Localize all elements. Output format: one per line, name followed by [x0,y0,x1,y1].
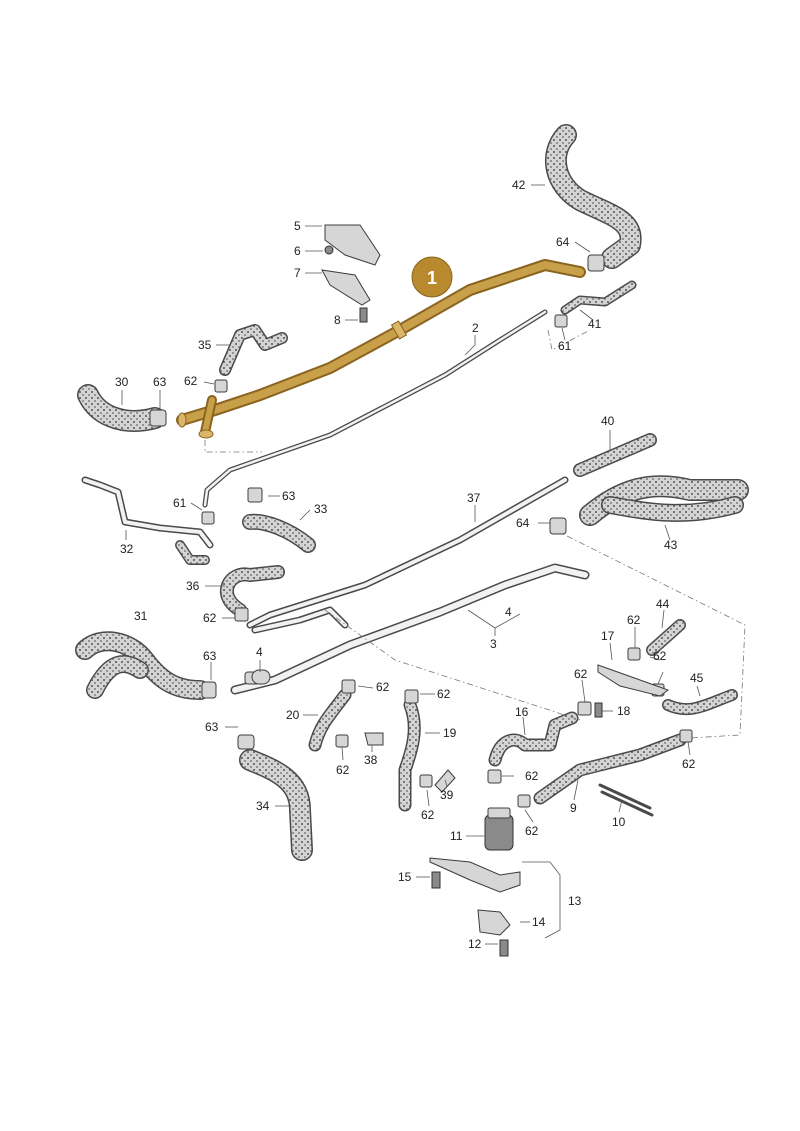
callout-42: 42 [512,178,526,192]
hose-30 [77,384,166,432]
hose-42 [544,124,642,269]
pipe-10 [598,783,654,817]
callout-62g: 62 [574,667,588,681]
hose-9 [533,733,687,805]
hose-41 [560,280,637,315]
callout-18: 18 [617,704,631,718]
callout-12: 12 [468,937,482,951]
callout-14: 14 [532,915,546,929]
leader-lines [121,184,701,945]
callout-7: 7 [294,266,301,280]
callout-32: 32 [120,542,134,556]
callout-4: 4 [505,605,512,619]
hose-16 [488,711,579,767]
callout-62: 62 [184,374,198,388]
callout-64b: 64 [516,516,530,530]
badge-1: 1 [411,256,453,298]
callout-62e: 62 [627,613,641,627]
callout-61b: 61 [173,496,187,510]
reference-lines [204,329,746,739]
callout-6: 6 [294,244,301,258]
callout-36: 36 [186,579,200,593]
callout-43: 43 [664,538,678,552]
callout-38: 38 [364,753,378,767]
callout-8: 8 [334,313,341,327]
callout-41: 41 [588,317,602,331]
hose-45 [662,689,738,716]
callout-4b: 4 [256,645,263,659]
callout-62l: 62 [682,757,696,771]
callout-16: 16 [515,705,529,719]
callout-62k: 62 [525,824,539,838]
callout-62j: 62 [421,808,435,822]
hose-35 [219,324,288,376]
callout-40: 40 [601,414,615,428]
callout-62f: 62 [653,649,667,663]
pipe-2 [202,309,548,508]
callout-19: 19 [443,726,457,740]
callout-9: 9 [570,801,577,815]
callout-64: 64 [556,235,570,249]
brackets-and-bolts [251,224,670,957]
callout-31: 31 [134,609,148,623]
callout-11: 11 [450,829,463,843]
hose-34 [239,749,313,861]
callout-45: 45 [690,671,704,685]
callouts: 42 64 5 6 7 8 2 41 61 35 30 63 62 40 61 … [115,178,704,951]
hose-40 [573,433,657,477]
callout-63b: 63 [282,489,296,503]
callout-62h: 62 [525,769,539,783]
callout-62i: 62 [336,763,350,777]
callout-5: 5 [294,219,301,233]
callout-37: 37 [467,491,481,505]
clamps [149,254,693,808]
hose-31 [75,631,210,700]
callout-10: 10 [612,815,626,829]
callout-33: 33 [314,502,328,516]
callout-3: 3 [490,637,497,651]
hose-43 [579,475,749,526]
hose-36 [220,565,285,617]
callout-63: 63 [153,375,167,389]
coolant-pipe-highlighted [176,259,586,439]
callout-63d: 63 [205,720,219,734]
callout-30: 30 [115,375,129,389]
svg-text:1: 1 [427,268,437,288]
callout-62b: 62 [203,611,217,625]
pipe-3 [230,563,590,695]
hose-32 [81,476,214,565]
callout-63c: 63 [203,649,217,663]
hose-20 [308,688,352,752]
callout-62d: 62 [437,687,451,701]
callout-44: 44 [656,597,670,611]
callout-17: 17 [601,629,615,643]
callout-2: 2 [472,321,479,335]
hose-44 [646,619,686,656]
callout-15: 15 [398,870,412,884]
callout-35: 35 [198,338,212,352]
callout-20: 20 [286,708,300,722]
hose-19 [398,698,421,812]
callout-13: 13 [568,894,582,908]
pipe-37 [246,476,569,629]
hose-33 [242,513,316,553]
callout-61: 61 [558,339,572,353]
callout-62c: 62 [376,680,390,694]
callout-34: 34 [256,799,270,813]
callout-39: 39 [440,788,454,802]
